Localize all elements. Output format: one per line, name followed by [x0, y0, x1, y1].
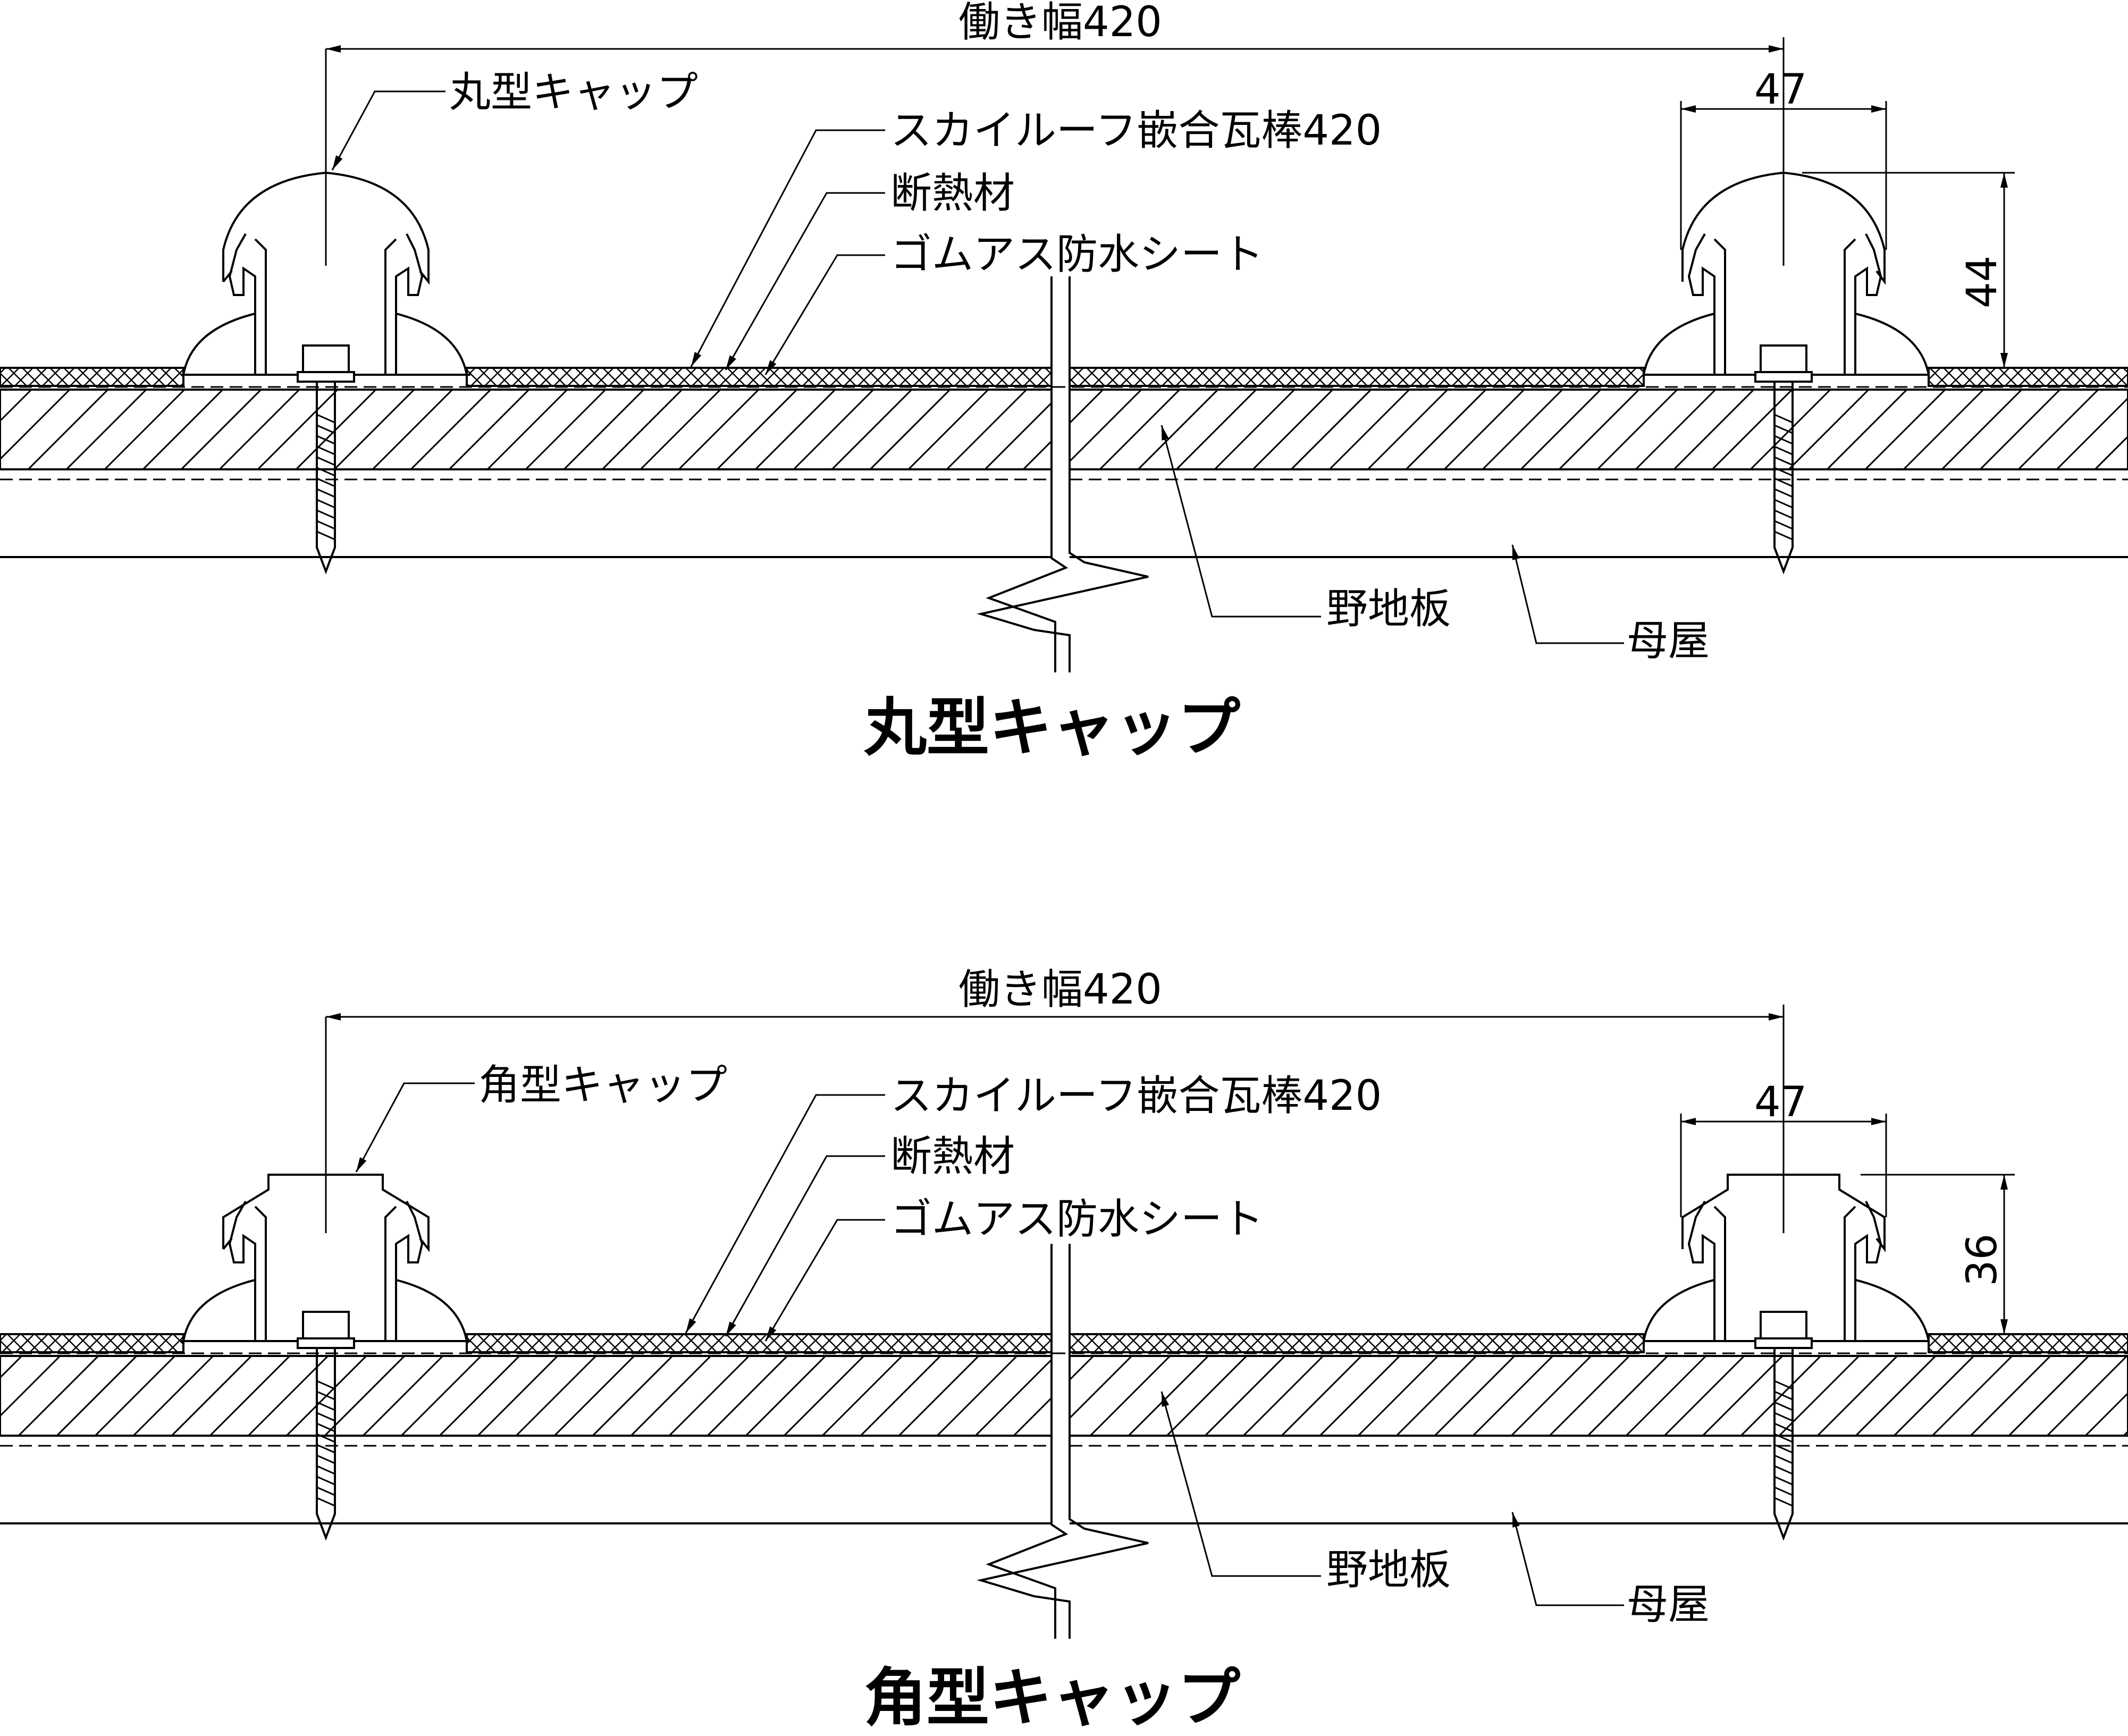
panel-curve-right: [396, 1279, 468, 1342]
screw-head: [1760, 1311, 1807, 1339]
screw-shank: [316, 382, 336, 575]
screw-shank: [1773, 1348, 1794, 1541]
panel-label: スカイルーフ嵌合瓦棒420: [890, 1072, 1382, 1120]
cap-width-label: 47: [1754, 66, 1807, 114]
working-width-label: 働き幅420: [958, 0, 1162, 46]
panel-curve-left: [1643, 1279, 1715, 1342]
panel-standing-seam-left: [1687, 233, 1715, 375]
right-roof-rib: [1643, 171, 1930, 575]
panel-standing-seam-right: [1854, 233, 1882, 375]
sheet-leader: [764, 254, 885, 375]
screw-washer: [297, 1337, 355, 1349]
cap-inner-flange: [254, 238, 397, 375]
sheet-label: ゴムアス防水シート: [890, 231, 1264, 279]
round-cap-outline: [222, 171, 430, 285]
right-roof-rib: [1643, 1174, 1930, 1541]
screw-thread: [1774, 1380, 1793, 1507]
panel-standing-seam-left: [1687, 1201, 1715, 1341]
square-cap-lip-left: [222, 1237, 233, 1250]
cap-inner-flange: [1713, 1206, 1856, 1341]
insulation-layer: [0, 1333, 2128, 1353]
sheathing-board: [0, 389, 2128, 470]
screw-shank: [1773, 382, 1794, 575]
screw-washer: [297, 371, 355, 383]
square-cap-outline: [222, 1174, 430, 1252]
panel-standing-seam-right: [1854, 1201, 1882, 1341]
square-cap-outline: [1681, 1174, 1886, 1252]
screw-shank: [316, 1348, 336, 1541]
insulation-leader: [725, 192, 885, 370]
panel-leader: [690, 129, 885, 367]
sheathing-label: 野地板: [1326, 1546, 1451, 1594]
sheet-label: ゴムアス防水シート: [890, 1195, 1264, 1243]
section-title: 丸型キャップ: [863, 691, 1240, 764]
cap-label: 角型キャップ: [478, 1061, 727, 1109]
break-line-right: [977, 1244, 1149, 1639]
panel-curve-left: [1643, 313, 1715, 375]
insulation-label: 断熱材: [890, 170, 1015, 217]
cap-height-label: 36: [1958, 1234, 2006, 1286]
purlin-leader: [1511, 544, 1624, 644]
panel-standing-seam-left: [228, 233, 256, 375]
panel-standing-seam-right: [395, 233, 424, 375]
sheet-leader: [764, 1219, 885, 1342]
screw-thread: [316, 414, 335, 541]
section-title: 角型キャップ: [864, 1661, 1240, 1734]
panel-standing-seam-right: [395, 1201, 424, 1341]
cap-inner-flange: [254, 1206, 397, 1341]
screw-washer: [1754, 371, 1813, 383]
cap-leader: [355, 1082, 475, 1173]
sheathing-label: 野地板: [1326, 585, 1451, 633]
screw-washer: [1754, 1337, 1813, 1349]
panel-curve-left: [182, 313, 256, 375]
sheathing-leader: [1160, 1391, 1321, 1577]
screw-thread: [316, 1380, 335, 1507]
sheathing-board: [0, 1355, 2128, 1437]
screw-thread: [1774, 414, 1793, 541]
break-line-left: [986, 276, 1069, 672]
insulation-label: 断熱材: [890, 1133, 1015, 1181]
screw-head: [302, 1311, 350, 1339]
cap-height-label: 44: [1958, 256, 2006, 308]
panel-curve-left: [182, 1279, 256, 1342]
left-roof-rib: [181, 171, 470, 575]
left-roof-rib: [181, 1174, 470, 1541]
insulation-leader: [725, 1155, 885, 1337]
square-cap-section: 働き幅420: [0, 966, 2128, 1734]
cap-width-label: 47: [1754, 1078, 1807, 1126]
panel-standing-seam-left: [228, 1201, 256, 1341]
cap-label: 丸型キャップ: [449, 69, 698, 116]
insulation-layer: [0, 367, 2128, 387]
purlin-leader: [1511, 1512, 1624, 1606]
break-line-right: [977, 276, 1149, 672]
purlin-label: 母屋: [1627, 1581, 1710, 1629]
cap-inner-flange: [1713, 238, 1856, 375]
working-width-label: 働き幅420: [958, 966, 1162, 1014]
purlin-label: 母屋: [1627, 617, 1710, 665]
screw-head: [1760, 344, 1807, 373]
round-cap-outline: [1681, 171, 1886, 285]
round-cap-section: 働き幅420: [0, 0, 2128, 764]
screw-head: [302, 344, 350, 373]
panel-curve-right: [1855, 313, 1930, 375]
panel-curve-right: [396, 313, 468, 375]
panel-leader: [685, 1094, 885, 1334]
break-line-left: [986, 1244, 1069, 1639]
panel-curve-right: [1855, 1279, 1930, 1342]
round-cap-lip-left: [222, 270, 233, 283]
panel-label: スカイルーフ嵌合瓦棒420: [890, 107, 1382, 155]
cap-leader: [331, 90, 445, 171]
sheathing-leader: [1160, 425, 1321, 618]
